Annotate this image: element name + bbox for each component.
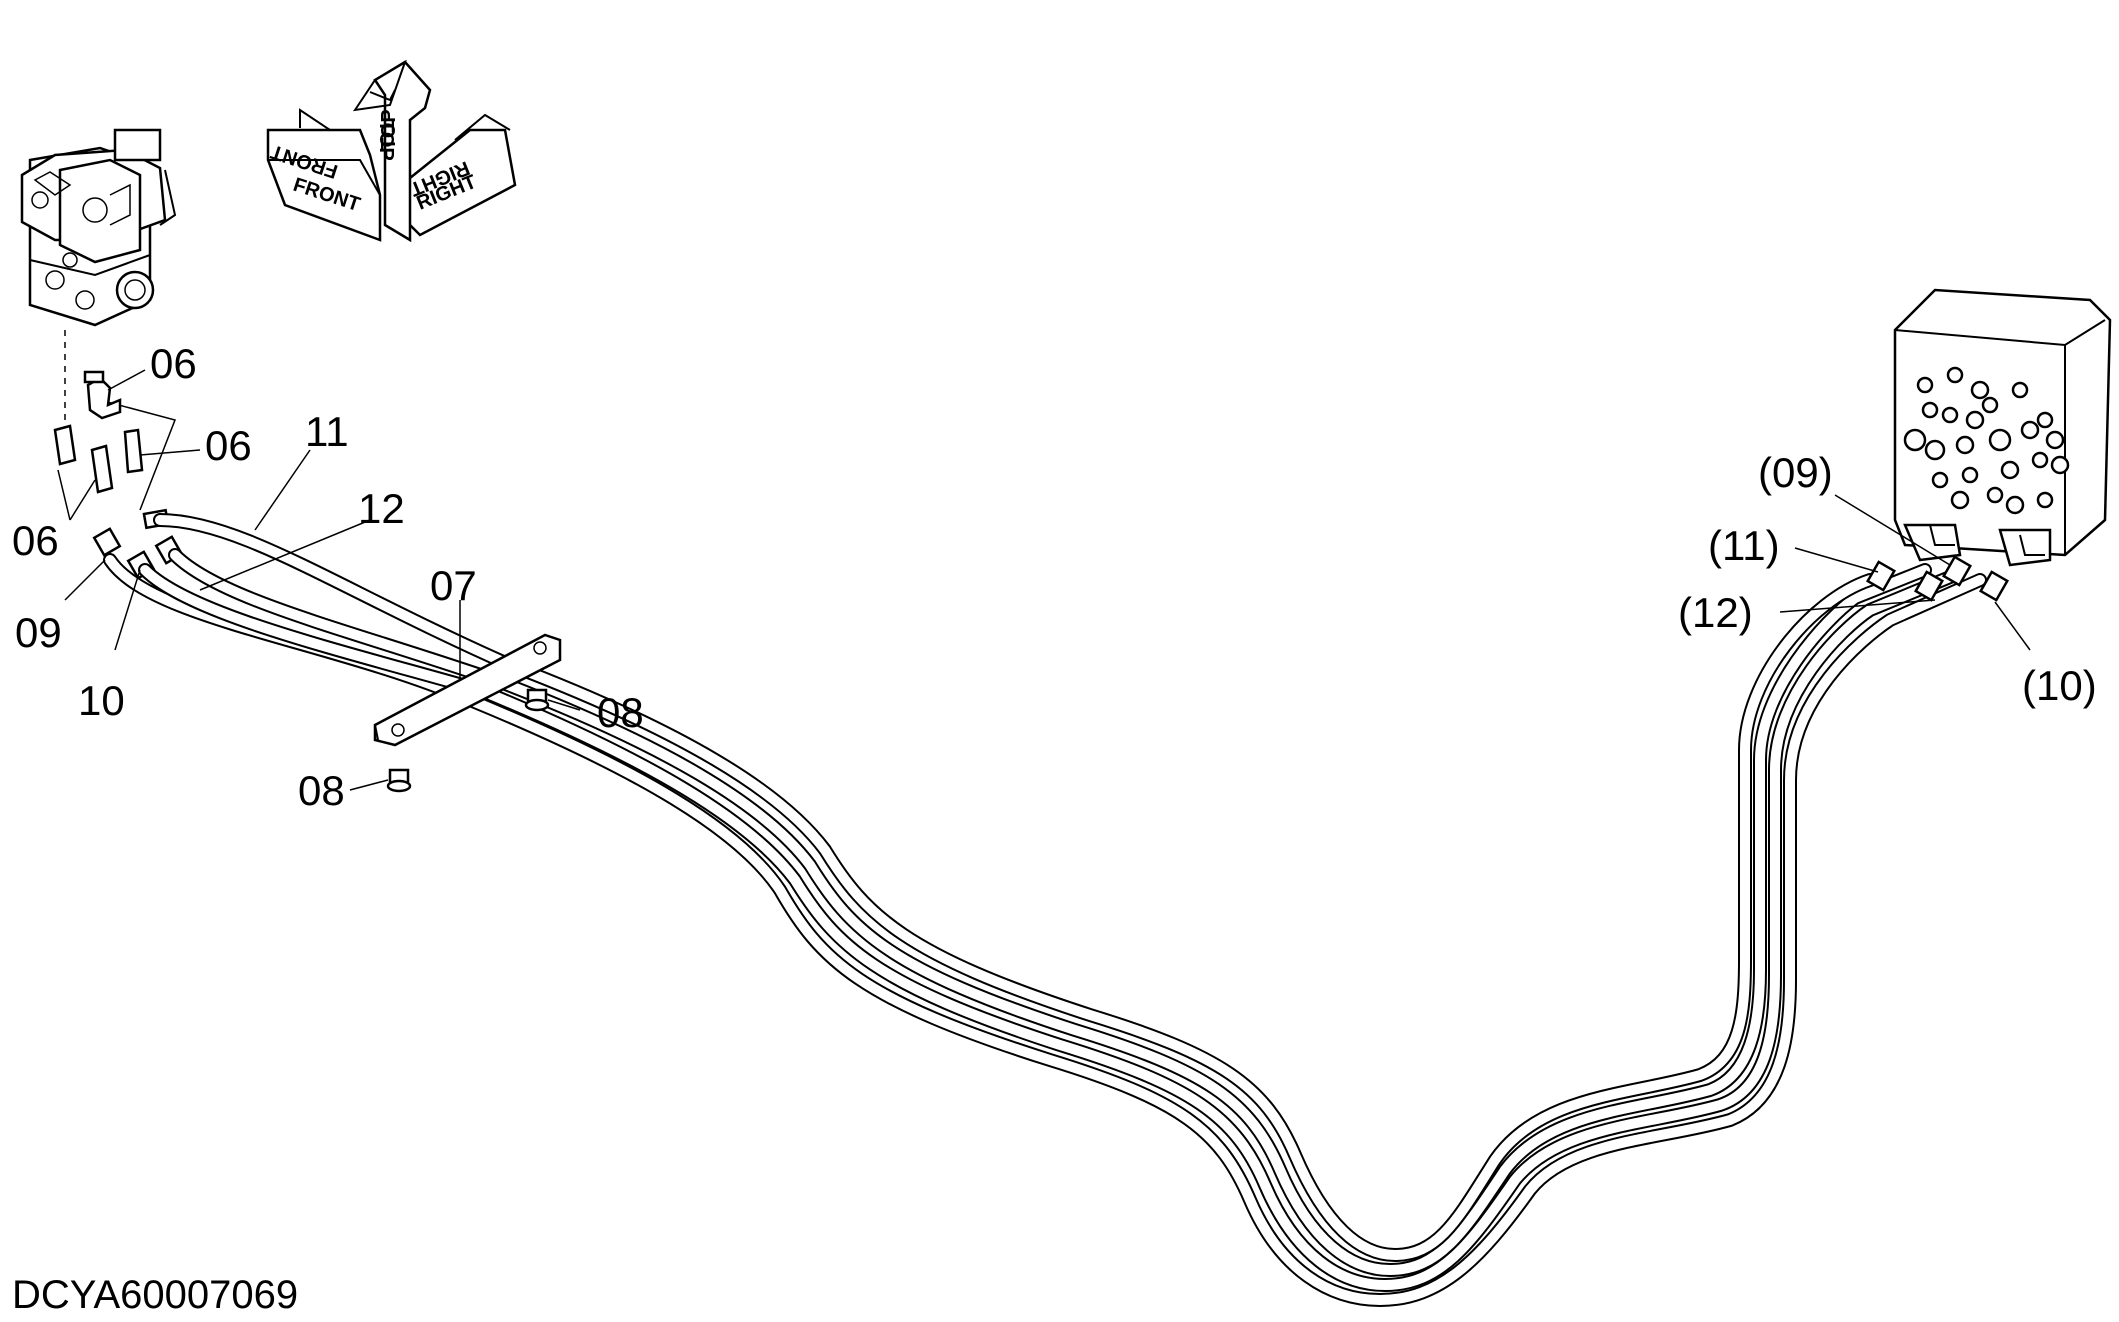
label-11-left: 11 xyxy=(305,408,349,455)
label-08-lower: 08 xyxy=(298,767,345,814)
hose-ends-right xyxy=(1865,555,2010,602)
control-valve-right xyxy=(1893,288,2112,567)
label-06-left: 06 xyxy=(12,517,59,564)
alignment-line xyxy=(99,399,177,511)
hose-clamp-07 xyxy=(373,633,562,747)
direction-indicator: FRONT FRONT RIGHT RIGHT TOP TOP xyxy=(266,59,517,243)
drawing-code: DCYA60007069 xyxy=(12,1273,298,1317)
label-09-right: (09) xyxy=(1758,449,1833,496)
top-mirror-label: TOP xyxy=(378,109,400,150)
valve-port-fittings xyxy=(1903,366,2070,515)
bolt-08-lower xyxy=(386,768,412,793)
top-label: TOP xyxy=(375,120,397,161)
pilot-valve-block xyxy=(20,128,177,327)
label-12-left: 12 xyxy=(358,485,405,532)
label-10-left: 10 xyxy=(78,677,125,724)
label-08-upper: 08 xyxy=(597,689,644,736)
fitting-straight-06 xyxy=(53,424,144,494)
fitting-elbow-06 xyxy=(83,370,122,420)
label-09-left: 09 xyxy=(15,609,62,656)
label-11-right: (11) xyxy=(1708,522,1780,569)
label-07-clamp: 07 xyxy=(430,562,477,609)
bolt-08-upper xyxy=(524,688,550,712)
label-06-mid: 06 xyxy=(205,422,252,469)
callout-labels: 06 06 06 09 10 11 12 07 08 08 (09) (11) … xyxy=(12,340,2097,814)
label-10-right: (10) xyxy=(2022,662,2097,709)
label-06-top: 06 xyxy=(150,340,197,387)
hose-bundle xyxy=(103,513,1987,1307)
label-12-right: (12) xyxy=(1678,589,1753,636)
leader-lines xyxy=(57,369,2031,791)
